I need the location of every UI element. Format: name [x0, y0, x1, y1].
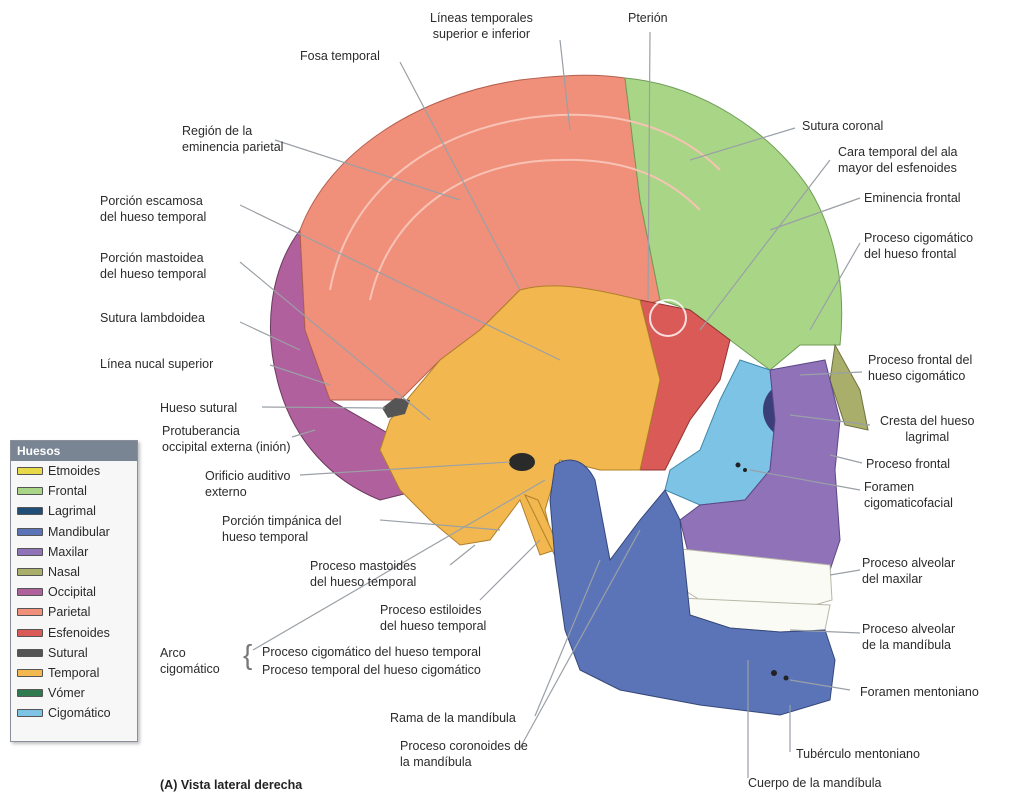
legend-label: Parietal: [48, 605, 90, 619]
legend-swatch: [17, 548, 43, 556]
label-sutura-lambdoidea: Sutura lambdoidea: [100, 310, 205, 326]
legend-item: Maxilar: [11, 542, 137, 562]
legend-item: Lagrimal: [11, 501, 137, 521]
label-pterion: Pterión: [628, 10, 668, 26]
label-region-eminencia: Región de la eminencia parietal: [182, 123, 283, 155]
label-rama-mandibula: Rama de la mandíbula: [390, 710, 516, 726]
label-porcion-escamosa: Porción escamosa del hueso temporal: [100, 193, 206, 225]
legend-title: Huesos: [11, 441, 137, 461]
legend-item: Parietal: [11, 602, 137, 622]
label-protuberancia: Protuberancia occipital externa (inión): [162, 423, 291, 455]
label-proceso-cigomatico-temporal: Proceso cigomático del hueso temporal: [262, 644, 481, 660]
legend-item: Vómer: [11, 683, 137, 703]
figure-caption: (A) Vista lateral derecha: [160, 778, 302, 792]
legend-item: Nasal: [11, 562, 137, 582]
legend-swatch: [17, 507, 43, 515]
label-foramen-cigomatico: Foramen cigomaticofacial: [864, 479, 953, 511]
legend-swatch: [17, 709, 43, 717]
legend-label: Frontal: [48, 484, 87, 498]
label-proceso-frontal-cigomatico: Proceso frontal del hueso cigomático: [868, 352, 972, 384]
label-proceso-temporal-cigomatico: Proceso temporal del hueso cigomático: [262, 662, 481, 678]
label-hueso-sutural: Hueso sutural: [160, 400, 237, 416]
label-proceso-alveolar-mandibula: Proceso alveolar de la mandíbula: [862, 621, 955, 653]
arco-brace: {: [243, 641, 252, 669]
auditory-meatus: [509, 453, 535, 471]
legend-item: Etmoides: [11, 461, 137, 481]
legend-label: Maxilar: [48, 545, 88, 559]
legend-label: Etmoides: [48, 464, 100, 478]
legend-swatch: [17, 588, 43, 596]
legend-swatch: [17, 669, 43, 677]
mental-foramen: [771, 670, 777, 676]
label-arco-cigomatico: Arco cigomático: [160, 645, 220, 677]
legend-item: Occipital: [11, 582, 137, 602]
label-sutura-coronal: Sutura coronal: [802, 118, 883, 134]
label-proceso-estiloides: Proceso estiloides del hueso temporal: [380, 602, 486, 634]
legend-label: Esfenoides: [48, 626, 110, 640]
legend-item: Sutural: [11, 643, 137, 663]
label-proceso-frontal: Proceso frontal: [866, 456, 950, 472]
label-fosa-temporal: Fosa temporal: [300, 48, 380, 64]
legend-item: Frontal: [11, 481, 137, 501]
legend-swatch: [17, 689, 43, 697]
legend-label: Nasal: [48, 565, 80, 579]
label-proceso-alveolar-maxilar: Proceso alveolar del maxilar: [862, 555, 955, 587]
label-cara-temporal: Cara temporal del ala mayor del esfenoid…: [838, 144, 958, 176]
legend-item: Temporal: [11, 663, 137, 683]
legend-label: Sutural: [48, 646, 88, 660]
legend-label: Mandibular: [48, 525, 110, 539]
label-lineas-temporales: Líneas temporales superior e inferior: [430, 10, 533, 42]
label-linea-nucal: Línea nucal superior: [100, 356, 213, 372]
zygomaticofacial-foramen-2: [743, 468, 747, 472]
legend-swatch: [17, 467, 43, 475]
legend-label: Lagrimal: [48, 504, 96, 518]
legend-swatch: [17, 649, 43, 657]
label-foramen-mentoniano: Foramen mentoniano: [860, 684, 979, 700]
legend-swatch: [17, 629, 43, 637]
legend-swatch: [17, 487, 43, 495]
zygomaticofacial-foramen: [736, 463, 741, 468]
label-cresta-lagrimal: Cresta del hueso lagrimal: [880, 413, 975, 445]
legend-item: Esfenoides: [11, 623, 137, 643]
legend-label: Vómer: [48, 686, 85, 700]
label-proceso-mastoides: Proceso mastoides del hueso temporal: [310, 558, 416, 590]
mental-foramen-2: [784, 676, 789, 681]
legend-label: Temporal: [48, 666, 99, 680]
label-porcion-mastoidea: Porción mastoidea del hueso temporal: [100, 250, 206, 282]
label-eminencia-frontal: Eminencia frontal: [864, 190, 961, 206]
legend-swatch: [17, 568, 43, 576]
legend-item: Mandibular: [11, 522, 137, 542]
legend-label: Occipital: [48, 585, 96, 599]
label-cuerpo-mandibula: Cuerpo de la mandíbula: [748, 775, 881, 791]
label-proceso-cigomatico-frontal: Proceso cigomático del hueso frontal: [864, 230, 973, 262]
label-orificio-auditivo: Orificio auditivo externo: [205, 468, 290, 500]
label-proceso-coronoides: Proceso coronoides de la mandíbula: [400, 738, 528, 770]
legend-item: Cigomático: [11, 703, 137, 723]
legend-swatch: [17, 528, 43, 536]
legend-label: Cigomático: [48, 706, 111, 720]
label-tuberculo-mentoniano: Tubérculo mentoniano: [796, 746, 920, 762]
legend-swatch: [17, 608, 43, 616]
label-porcion-timpanica: Porción timpánica del hueso temporal: [222, 513, 342, 545]
